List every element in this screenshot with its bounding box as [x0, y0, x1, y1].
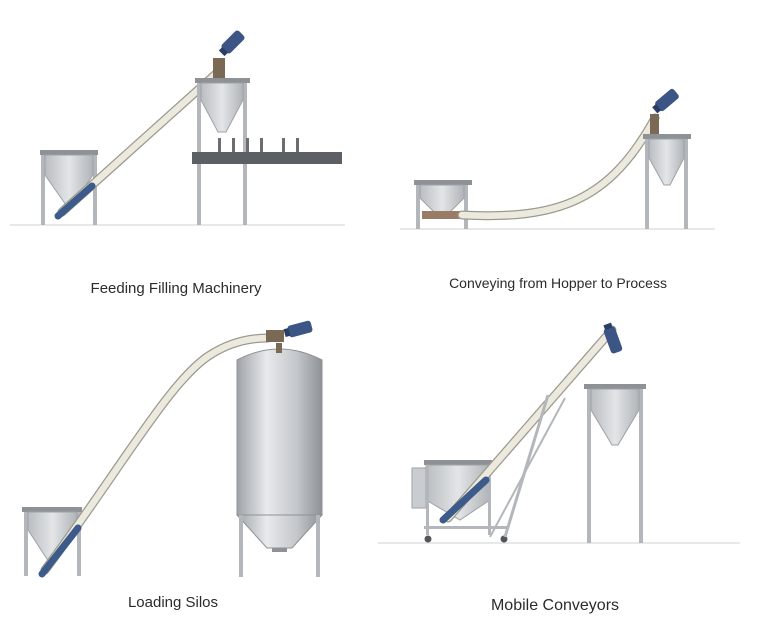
feed-hopper	[414, 180, 472, 229]
mobile-conveyors-panel	[378, 322, 740, 544]
gearbox	[266, 330, 284, 342]
electric-motor-icon	[218, 30, 245, 57]
filling-belt	[192, 138, 342, 164]
electric-motor-icon	[283, 320, 313, 338]
electric-motor-icon	[652, 88, 679, 114]
process-hopper	[643, 134, 691, 229]
gearbox	[650, 114, 659, 134]
auger-intake	[439, 476, 490, 524]
auger-intake	[38, 524, 82, 578]
process-hopper	[584, 384, 646, 543]
support-strut	[489, 397, 566, 538]
electric-motor-icon	[603, 322, 623, 354]
caption-feeding-filling-machinery: Feeding Filling Machinery	[90, 280, 262, 297]
process-hopper	[195, 78, 250, 225]
storage-silo-icon	[235, 343, 324, 577]
flexible-conveyor-tube	[457, 113, 660, 221]
mobile-cart-hopper	[411, 460, 508, 543]
hopper-to-process-panel	[400, 88, 715, 230]
gearbox	[213, 58, 225, 78]
support-strut	[503, 394, 550, 538]
caption-mobile-conveyors: Mobile Conveyors	[490, 597, 620, 614]
caster-wheel	[500, 535, 508, 543]
caption-conveying-hopper-to-process: Conveying from Hopper to Process	[449, 275, 667, 291]
auger-intake	[54, 182, 96, 220]
feeding-filling-machinery-panel	[10, 30, 345, 226]
loading-silos-panel	[22, 320, 324, 578]
caption-loading-silos: Loading Silos	[127, 594, 219, 611]
caster-wheel	[424, 535, 432, 543]
